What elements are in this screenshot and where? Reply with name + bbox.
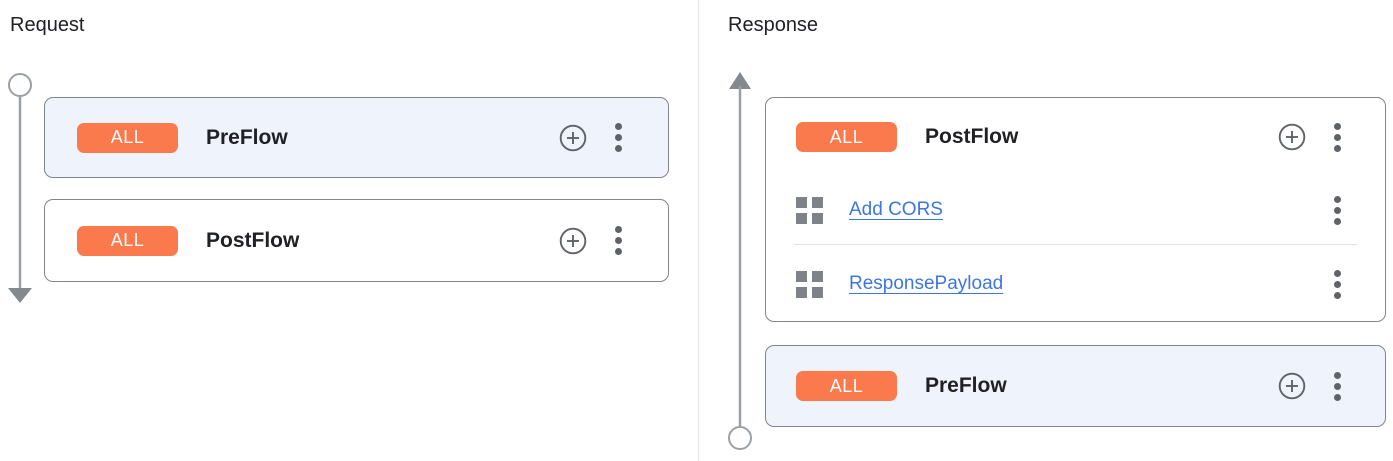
policy-row: Add CORS	[766, 176, 1385, 244]
condition-badge: ALL	[77, 225, 178, 256]
add-policy-icon[interactable]	[1278, 372, 1306, 400]
response-postflow-card[interactable]: ALL PostFlow Add CORS ResponsePayload	[765, 97, 1386, 322]
policy-drag-handle-icon[interactable]	[796, 196, 823, 224]
more-options-icon[interactable]	[1333, 122, 1341, 152]
more-options-icon[interactable]	[1333, 269, 1341, 299]
policy-link-responsepayload[interactable]: ResponsePayload	[849, 273, 1004, 294]
policy-drag-handle-icon[interactable]	[796, 270, 823, 298]
add-policy-icon[interactable]	[1278, 123, 1306, 151]
condition-badge: ALL	[796, 371, 897, 401]
request-timeline-arrow	[8, 73, 32, 303]
flow-name: PostFlow	[925, 125, 1019, 148]
add-policy-icon[interactable]	[559, 227, 587, 255]
more-options-icon[interactable]	[614, 226, 622, 255]
request-panel-title: Request	[10, 14, 85, 36]
response-timeline-arrow	[728, 72, 752, 450]
more-options-icon[interactable]	[614, 123, 622, 152]
request-postflow-card[interactable]: ALL PostFlow	[44, 199, 669, 282]
more-options-icon[interactable]	[1333, 195, 1341, 225]
flow-name: PostFlow	[206, 228, 300, 252]
response-preflow-card[interactable]: ALL PreFlow	[765, 345, 1386, 427]
more-options-icon[interactable]	[1333, 371, 1341, 401]
policy-link-add-cors[interactable]: Add CORS	[849, 199, 943, 220]
request-preflow-card[interactable]: ALL PreFlow	[44, 97, 669, 178]
panel-divider	[698, 0, 699, 461]
add-policy-icon[interactable]	[559, 124, 587, 152]
policy-row: ResponsePayload	[766, 245, 1385, 323]
condition-badge: ALL	[77, 122, 178, 153]
flow-name: PreFlow	[206, 125, 288, 149]
flow-name: PreFlow	[925, 374, 1007, 397]
policy-divider	[794, 244, 1357, 245]
condition-badge: ALL	[796, 122, 897, 152]
response-panel-title: Response	[728, 14, 819, 36]
